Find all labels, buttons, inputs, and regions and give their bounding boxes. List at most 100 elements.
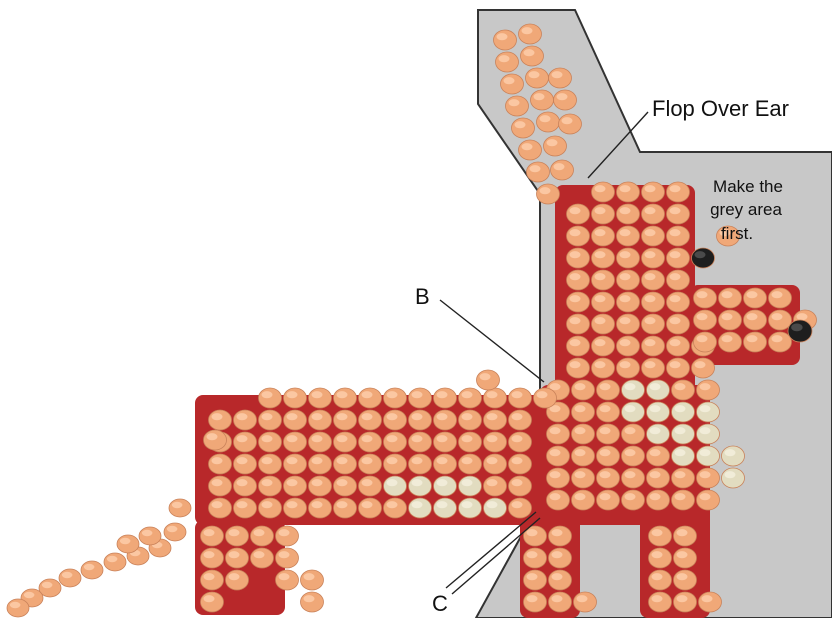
orange-bead bbox=[259, 476, 282, 496]
orange-bead bbox=[617, 336, 640, 356]
orange-bead bbox=[667, 292, 690, 312]
orange-bead bbox=[524, 570, 547, 590]
orange-bead bbox=[334, 410, 357, 430]
orange-bead bbox=[672, 490, 695, 510]
orange-bead bbox=[549, 68, 572, 88]
orange-bead bbox=[622, 490, 645, 510]
orange-bead bbox=[697, 380, 720, 400]
orange-bead bbox=[649, 548, 672, 568]
orange-bead bbox=[459, 388, 482, 408]
point-b-leader bbox=[440, 300, 544, 382]
orange-bead bbox=[642, 248, 665, 268]
orange-bead bbox=[459, 454, 482, 474]
orange-bead bbox=[251, 548, 274, 568]
orange-bead bbox=[484, 388, 507, 408]
orange-bead bbox=[284, 388, 307, 408]
cream-bead bbox=[434, 476, 457, 496]
orange-bead bbox=[592, 270, 615, 290]
orange-bead bbox=[592, 358, 615, 378]
orange-bead bbox=[649, 570, 672, 590]
orange-bead bbox=[284, 410, 307, 430]
orange-bead bbox=[301, 570, 324, 590]
orange-bead bbox=[434, 432, 457, 452]
orange-bead bbox=[226, 570, 249, 590]
orange-bead bbox=[524, 548, 547, 568]
orange-bead bbox=[667, 336, 690, 356]
orange-bead bbox=[617, 226, 640, 246]
orange-bead bbox=[617, 248, 640, 268]
orange-bead bbox=[544, 136, 567, 156]
orange-bead bbox=[597, 402, 620, 422]
orange-bead bbox=[549, 570, 572, 590]
orange-bead bbox=[649, 526, 672, 546]
orange-bead bbox=[7, 599, 29, 617]
orange-bead bbox=[509, 476, 532, 496]
orange-bead bbox=[549, 548, 572, 568]
orange-bead bbox=[359, 476, 382, 496]
orange-bead bbox=[459, 410, 482, 430]
cream-bead bbox=[384, 476, 407, 496]
orange-bead bbox=[359, 498, 382, 518]
orange-bead bbox=[384, 454, 407, 474]
orange-bead bbox=[496, 52, 519, 72]
orange-bead bbox=[617, 358, 640, 378]
cream-bead bbox=[672, 402, 695, 422]
orange-bead bbox=[744, 310, 767, 330]
orange-bead bbox=[409, 388, 432, 408]
orange-bead bbox=[509, 454, 532, 474]
orange-bead bbox=[484, 410, 507, 430]
orange-bead bbox=[642, 358, 665, 378]
orange-bead bbox=[384, 498, 407, 518]
orange-bead bbox=[527, 162, 550, 182]
orange-bead bbox=[642, 314, 665, 334]
black-bead bbox=[692, 248, 715, 268]
cream-bead bbox=[697, 424, 720, 444]
orange-bead bbox=[647, 468, 670, 488]
orange-bead bbox=[597, 468, 620, 488]
orange-bead bbox=[301, 592, 324, 612]
orange-bead bbox=[547, 446, 570, 466]
point-b-label: B bbox=[415, 284, 430, 309]
orange-bead bbox=[617, 270, 640, 290]
orange-bead bbox=[59, 569, 81, 587]
orange-bead bbox=[164, 523, 186, 541]
orange-bead bbox=[559, 114, 582, 134]
orange-bead bbox=[694, 310, 717, 330]
orange-bead bbox=[509, 432, 532, 452]
orange-bead bbox=[226, 548, 249, 568]
orange-bead bbox=[509, 410, 532, 430]
instruction-line-2: grey area bbox=[710, 200, 782, 219]
orange-bead bbox=[234, 498, 257, 518]
orange-bead bbox=[642, 182, 665, 202]
orange-bead bbox=[617, 182, 640, 202]
orange-bead bbox=[674, 526, 697, 546]
orange-bead bbox=[359, 432, 382, 452]
orange-bead bbox=[276, 570, 299, 590]
orange-bead bbox=[622, 468, 645, 488]
orange-bead bbox=[251, 526, 274, 546]
instruction-line-3: first. bbox=[721, 224, 753, 243]
orange-bead bbox=[284, 432, 307, 452]
orange-bead bbox=[572, 424, 595, 444]
orange-bead bbox=[667, 182, 690, 202]
orange-bead bbox=[434, 388, 457, 408]
orange-bead bbox=[769, 332, 792, 352]
orange-bead bbox=[509, 498, 532, 518]
orange-bead bbox=[617, 314, 640, 334]
orange-bead bbox=[699, 592, 722, 612]
orange-bead bbox=[572, 446, 595, 466]
orange-bead bbox=[574, 592, 597, 612]
orange-bead bbox=[284, 498, 307, 518]
orange-bead bbox=[334, 498, 357, 518]
orange-bead bbox=[259, 432, 282, 452]
orange-bead bbox=[201, 526, 224, 546]
orange-bead bbox=[384, 432, 407, 452]
orange-bead bbox=[524, 592, 547, 612]
orange-bead bbox=[547, 468, 570, 488]
orange-bead bbox=[234, 476, 257, 496]
orange-bead bbox=[744, 332, 767, 352]
cream-bead bbox=[647, 402, 670, 422]
orange-bead bbox=[592, 292, 615, 312]
orange-bead bbox=[744, 288, 767, 308]
orange-bead bbox=[139, 527, 161, 545]
